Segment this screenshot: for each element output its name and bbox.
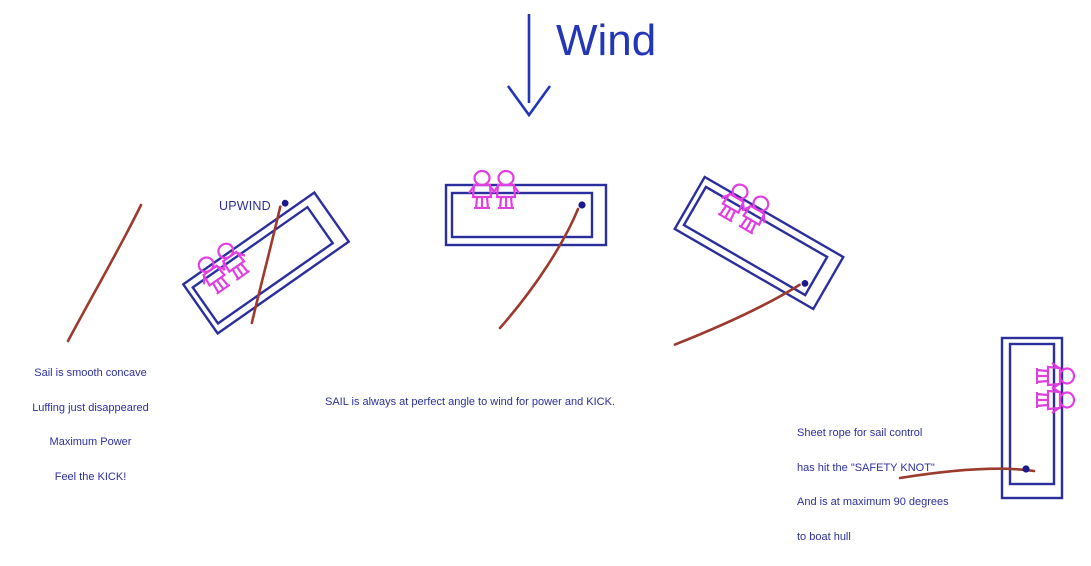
sheet-rope-icon bbox=[898, 467, 1036, 480]
boat-hull-icon bbox=[444, 183, 608, 247]
note-left-line-4: Feel the KICK! bbox=[54, 470, 127, 483]
sheet-block-dot-icon bbox=[281, 199, 289, 207]
boat-reach-center bbox=[444, 169, 608, 330]
note-right-line-4: to boat hull bbox=[797, 530, 851, 543]
sheet-block-dot-icon bbox=[578, 201, 586, 209]
note-left-line-3: Maximum Power bbox=[49, 436, 132, 448]
note-center: SAIL is always at perfect angle to wind … bbox=[325, 374, 615, 432]
note-right: Sheet rope for sail control has hit the … bbox=[797, 405, 949, 566]
sheet-block-dot-icon bbox=[1022, 465, 1030, 473]
wind-label: Wind bbox=[556, 16, 657, 65]
wind-arrow-icon bbox=[506, 14, 552, 118]
crew-figure-icon bbox=[467, 169, 497, 211]
note-center-line-1: SAIL is always at perfect angle to wind … bbox=[325, 396, 616, 408]
sail-curve-icon-standalone bbox=[66, 203, 143, 343]
boat-hull-icon bbox=[1000, 336, 1064, 500]
sail-curve-icon bbox=[250, 205, 282, 325]
sail-curve-icon bbox=[673, 283, 801, 346]
sheet-block-dot-icon bbox=[801, 279, 809, 287]
sailing-diagram-svg bbox=[66, 14, 1076, 500]
crew-figure-icon bbox=[491, 169, 521, 211]
boat-run-downwind bbox=[1000, 336, 1076, 500]
note-left-line-1: Sail is smooth concave bbox=[34, 367, 147, 379]
note-left: Sail is smooth concave Luffing just disa… bbox=[8, 345, 173, 506]
note-right-line-1: Sheet rope for sail control bbox=[797, 427, 923, 439]
upwind-label: UPWIND bbox=[219, 199, 271, 213]
note-right-line-2: has hit the "SAFETY KNOT" bbox=[797, 461, 935, 474]
boat-broad-reach bbox=[673, 175, 845, 346]
boat-upwind bbox=[182, 191, 350, 335]
note-left-line-2: Luffing just disappeared bbox=[32, 401, 149, 414]
note-right-line-3: And is at maximum 90 degrees bbox=[797, 496, 949, 508]
sail-curve-icon bbox=[498, 207, 580, 330]
diagram-canvas: Wind UPWIND Sail is smooth concave Luffi… bbox=[8, 14, 1076, 542]
